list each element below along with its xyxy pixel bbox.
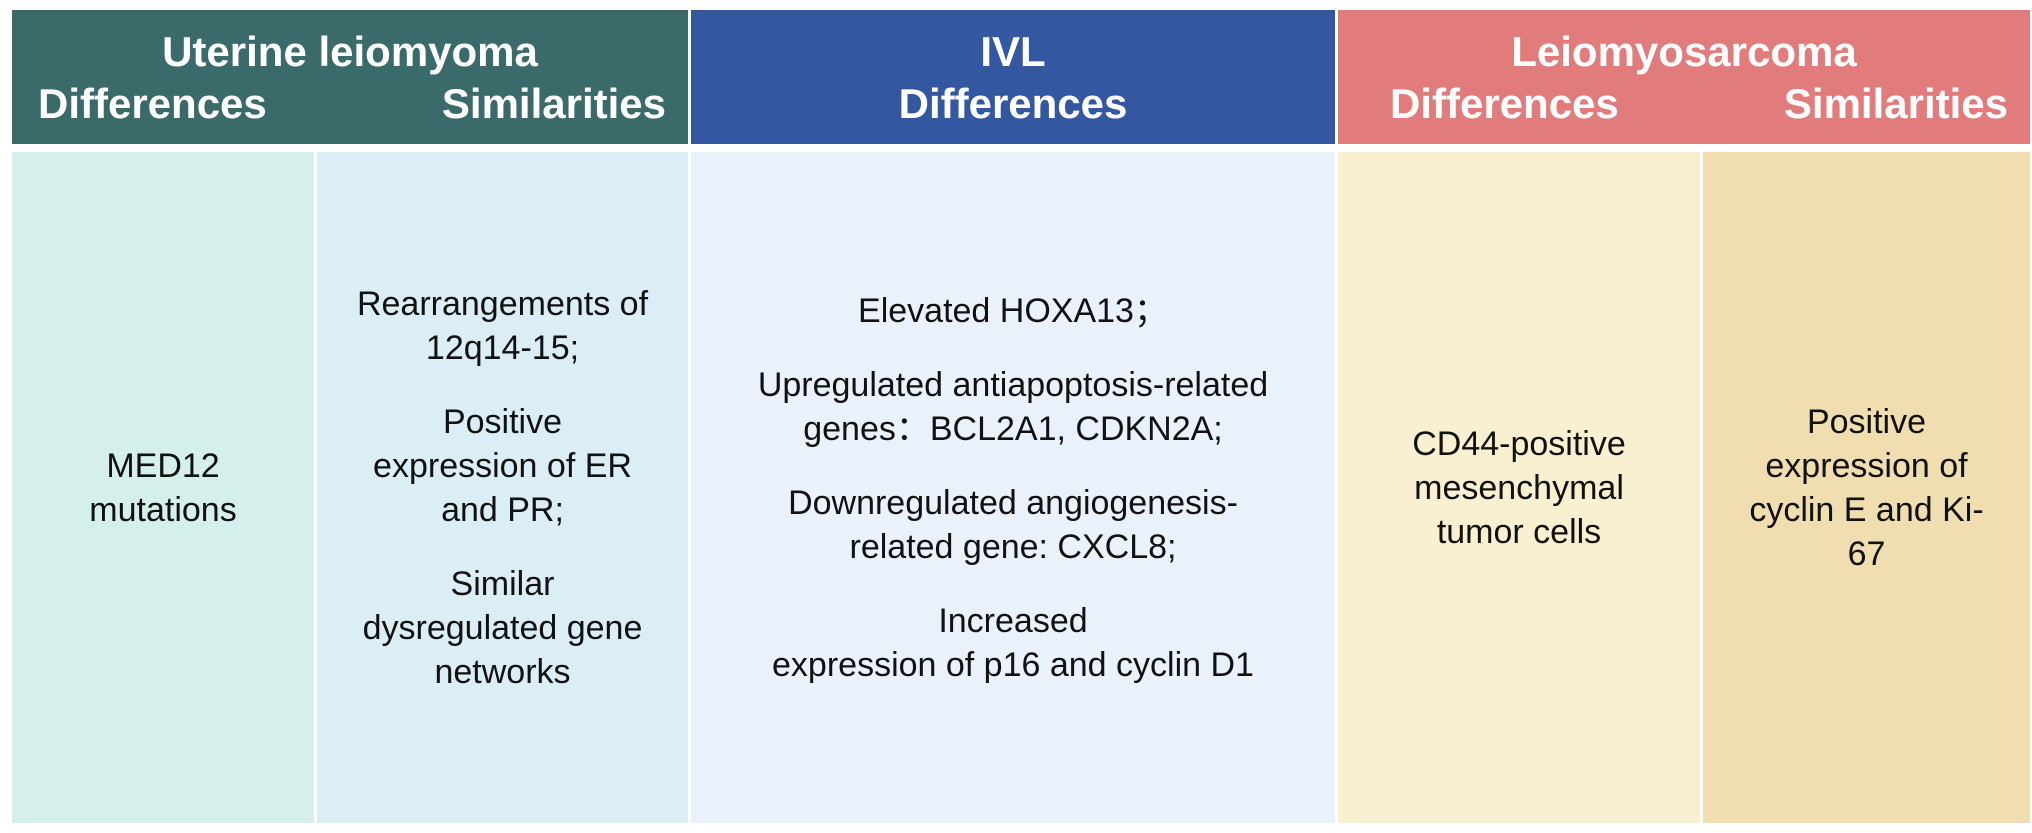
uterine-leiomyoma-header: Uterine leiomyoma Differences Similariti… — [12, 10, 688, 144]
text-line: mutations — [89, 490, 237, 529]
text-line: MED12 — [106, 446, 220, 485]
text-line: 12q14-15; — [425, 328, 580, 367]
text-line: Rearrangements of — [356, 284, 649, 323]
text-line: tumor cells — [1436, 512, 1602, 551]
text-line: Upregulated antiapoptosis-related — [757, 365, 1269, 404]
ivl-header: IVL Differences — [691, 10, 1335, 144]
text-line: and PR; — [441, 490, 564, 529]
text-line: mesenchymal — [1414, 468, 1624, 507]
text-line: Positive — [442, 402, 563, 441]
uterine-leiomyoma-title: Uterine leiomyoma — [162, 28, 538, 75]
ivl-title: IVL — [980, 28, 1046, 75]
ivl-differences-cell: Elevated HOXA13； Upregulated antiapoptos… — [691, 152, 1335, 823]
text-line: 67 — [1847, 534, 1886, 573]
lms-similarities-cell: Positive expression of cyclin E and Ki- … — [1703, 152, 2030, 823]
lms-differences-label: Differences — [1390, 80, 1619, 127]
uterine-similarities-label: Similarities — [441, 80, 666, 127]
text-line: Positive — [1806, 402, 1927, 441]
lms-similarities-label: Similarities — [1783, 80, 2008, 127]
text-line: dysregulated gene — [362, 608, 643, 647]
leiomyosarcoma-title: Leiomyosarcoma — [1511, 28, 1857, 75]
text-line: Downregulated angiogenesis- — [788, 483, 1238, 522]
text-line: Similar — [450, 564, 555, 603]
text-line: Elevated HOXA13； — [858, 291, 1168, 330]
uterine-similarities-cell: Rearrangements of 12q14-15; Positive exp… — [317, 152, 688, 823]
ivl-differences-label: Differences — [898, 80, 1128, 127]
uterine-differences-cell: MED12 mutations — [12, 152, 314, 823]
text-line: CD44-positive — [1412, 424, 1626, 463]
text-line: expression of ER — [373, 446, 632, 485]
text-line: expression of p16 and cyclin D1 — [772, 645, 1254, 684]
text-line: networks — [434, 652, 571, 691]
text-line: expression of — [1765, 446, 1968, 485]
text-line: Increased — [938, 601, 1088, 640]
lms-differences-cell: CD44-positive mesenchymal tumor cells — [1338, 152, 1700, 823]
uterine-differences-label: Differences — [38, 80, 267, 127]
leiomyosarcoma-header: Leiomyosarcoma Differences Similarities — [1338, 10, 2030, 144]
text-line: cyclin E and Ki- — [1749, 490, 1984, 529]
text-line: genes：BCL2A1, CDKN2A; — [803, 409, 1223, 448]
text-line: related gene: CXCL8; — [849, 527, 1177, 566]
